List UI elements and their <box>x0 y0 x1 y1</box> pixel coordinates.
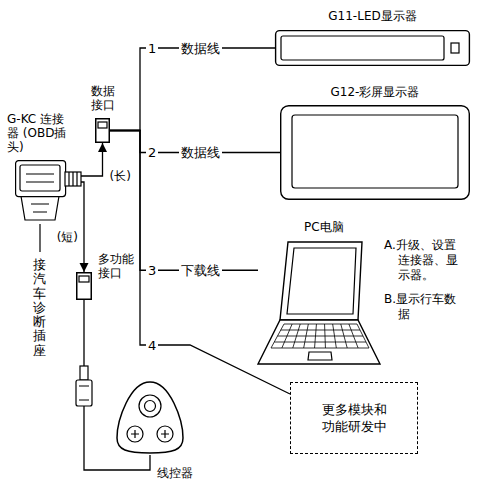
shape-lines <box>117 382 183 453</box>
edge-label: 数据线 <box>179 41 222 56</box>
node-label: PC电脑 <box>304 220 364 234</box>
obd-connector: G-KC 连接器 (OBD插头) <box>15 160 81 222</box>
callout-number: 3 <box>146 263 158 278</box>
display-body <box>281 106 470 200</box>
port-body <box>77 273 92 300</box>
edge-label: (短) <box>55 230 80 245</box>
node-label: G11-LED显示器 <box>275 9 470 23</box>
display-body <box>276 31 470 66</box>
remote-button <box>139 395 161 417</box>
plug-grip <box>79 386 89 400</box>
port-slot <box>79 276 89 282</box>
laptop-base <box>258 320 380 364</box>
edge-label: 数据线 <box>179 145 222 160</box>
port-body <box>96 119 110 143</box>
callout-number: 4 <box>146 338 158 353</box>
display-key <box>451 43 459 53</box>
color-display-shape <box>280 105 470 200</box>
led-display: G11-LED显示器 <box>275 30 470 66</box>
plug-body <box>16 161 66 197</box>
node-label: 线控器 <box>157 466 207 480</box>
callout-number: 2 <box>146 145 158 160</box>
color-display: G12-彩屏显示器 <box>280 105 470 200</box>
plug-face <box>20 165 60 191</box>
shape-lines <box>77 273 92 300</box>
boot-ridges <box>69 172 77 186</box>
pc-laptop: PC电脑 <box>258 240 380 366</box>
shape-lines <box>96 119 110 143</box>
connector-group <box>81 48 290 470</box>
plus-sign <box>131 430 169 438</box>
cable-connector <box>81 182 84 272</box>
remote-body <box>117 382 183 453</box>
port-slot <box>98 122 107 128</box>
edge-label: 下载线 <box>179 263 222 278</box>
node-label: 更多模块和功能研发中 <box>321 401 387 435</box>
plug-pins <box>26 174 54 212</box>
shape-lines <box>281 106 470 200</box>
remote-control-shape <box>115 380 185 455</box>
multi-port: 多功能接口 <box>76 272 92 300</box>
note-text: B.显示行车数据 <box>384 292 460 322</box>
leader-line <box>39 224 40 252</box>
vertical-note: 接汽车诊断插座 <box>33 258 46 358</box>
laptop-lid <box>280 242 362 320</box>
plug-lower <box>21 196 59 220</box>
obd-connector-shape <box>15 160 81 222</box>
cable-connector <box>110 131 258 271</box>
callout-number: 1 <box>146 41 158 56</box>
pc-laptop-shape <box>258 240 380 366</box>
cable-connector <box>110 48 275 131</box>
led-display-shape <box>275 30 470 66</box>
plug-tip <box>80 366 88 380</box>
display-window <box>281 36 444 60</box>
dev-box: 更多模块和功能研发中 <box>290 382 418 454</box>
laptop-touchpad <box>308 352 332 360</box>
remote-control: 线控器 <box>115 380 185 455</box>
shape-lines <box>16 161 81 220</box>
multi-port-shape <box>76 272 92 300</box>
shape-lines <box>258 242 380 364</box>
remote-button-core <box>145 401 156 412</box>
node-label: 数据接口 <box>89 84 116 112</box>
data-port: 数据接口 <box>95 118 110 143</box>
shape-lines <box>276 31 470 66</box>
display-window <box>292 115 458 188</box>
node-label: G-KC 连接器 (OBD插头) <box>7 112 75 154</box>
note-text: A.升级、设置连接器、显示器。 <box>384 238 460 283</box>
node-label: G12-彩屏显示器 <box>280 85 470 99</box>
edge-label: (长) <box>108 169 133 184</box>
cable-connector <box>81 143 103 176</box>
data-port-shape <box>95 118 110 143</box>
node-label: 多功能接口 <box>98 252 135 280</box>
laptop-screen <box>287 248 356 314</box>
usb-plug <box>76 366 92 406</box>
laptop-keyboard <box>271 324 369 348</box>
cable-boot <box>65 172 81 186</box>
plug-body <box>76 380 92 406</box>
